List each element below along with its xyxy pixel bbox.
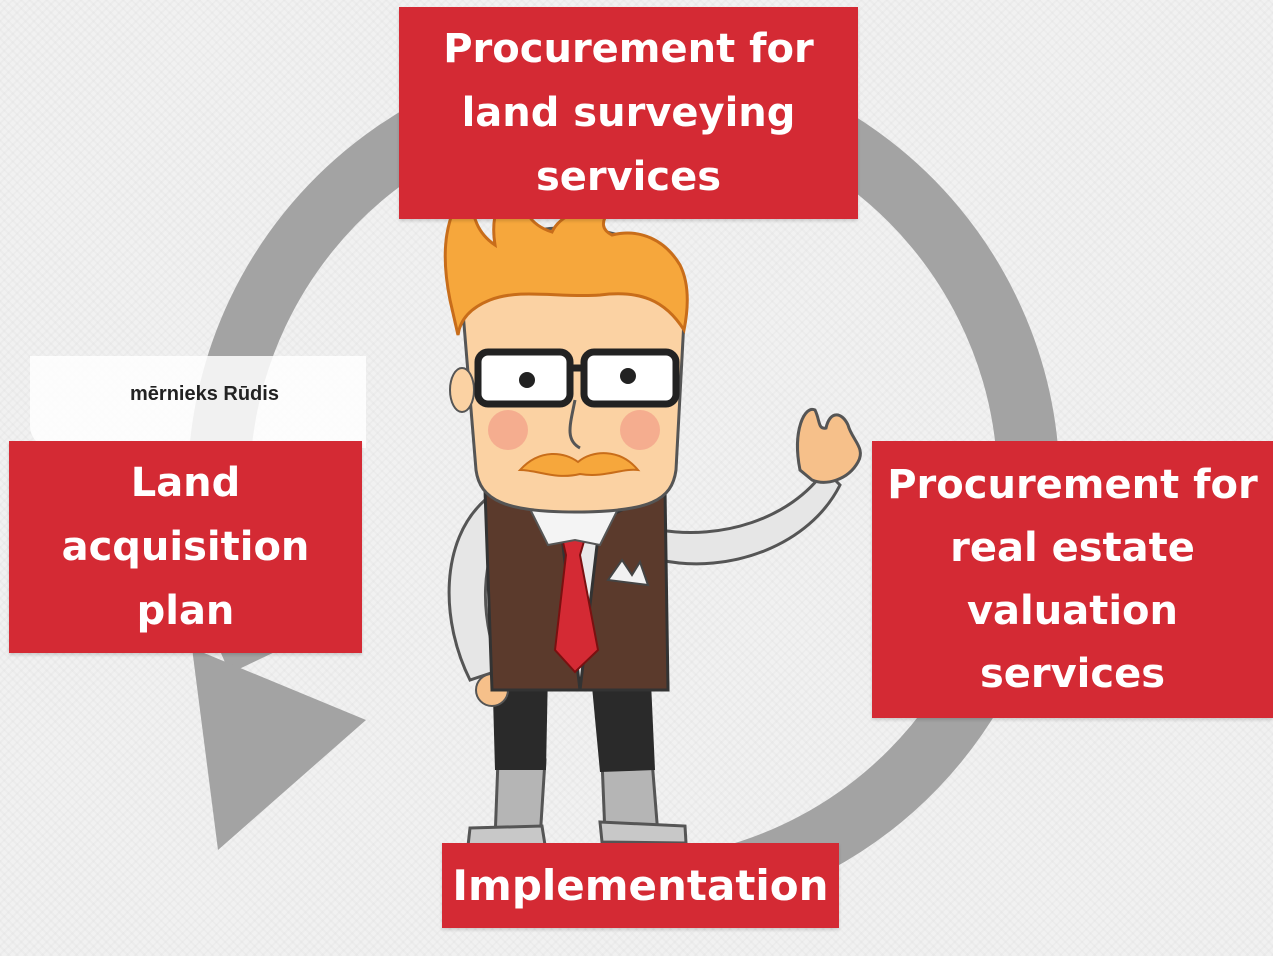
step-label-line: land surveying [461,90,796,136]
step-label-line: valuation [966,587,1179,634]
step-procurement-land-surveying: Procurement for land surveying services [399,7,858,219]
step-label-line: services [535,154,722,200]
step-label-line: services [979,650,1166,697]
step-label: Implementation [452,861,828,911]
brand-label-card [30,356,366,448]
step-label-line: Procurement for [443,26,814,72]
step-label-line: plan [136,588,235,634]
cycle-arrow-head [192,648,366,850]
step-implementation: Implementation [442,843,839,928]
step-label-line: acquisition [61,524,310,570]
brand-label: mērnieks Rūdis [130,383,279,405]
step-label-line: Procurement for [887,461,1258,508]
step-label-line: Implementation [452,860,829,910]
step-land-acquisition-plan: Land acquisition plan [9,441,362,653]
step-procurement-valuation: Procurement for real estate valuation se… [872,441,1273,718]
step-label-line: Land [130,460,241,506]
step-label-line: real estate [950,524,1195,571]
surveyor-mascot-illustration [443,175,862,848]
step-label: Procurement for land surveying services [443,17,814,209]
cycle-arrow-ring [187,50,1060,923]
step-label: Land acquisition plan [62,451,310,643]
step-label: Procurement for real estate valuation se… [887,454,1258,706]
